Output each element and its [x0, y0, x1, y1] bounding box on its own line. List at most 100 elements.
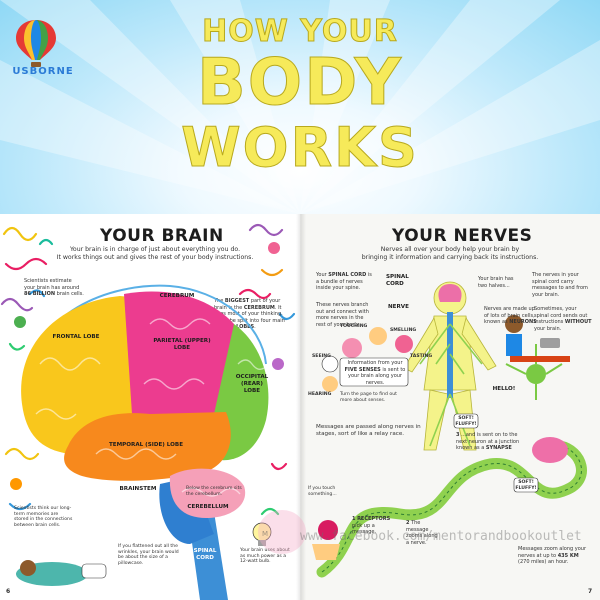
note-without-brain: Sometimes, your spinal cord sends out in… — [534, 306, 592, 332]
brain-intro: Your brain is in charge of just about ev… — [40, 246, 270, 263]
sense-touching: TOUCHING — [340, 324, 368, 329]
page-your-brain: YOUR BRAIN Your brain is in charge of ju… — [0, 214, 300, 600]
step-number: 2 — [406, 520, 410, 526]
note-memories: Scientists think our long-term memories … — [14, 506, 73, 528]
nerves-heading: YOUR NERVES — [392, 226, 533, 246]
sense-seeing: SEEING — [312, 354, 331, 359]
note-relay: Messages are passed along nerves in stag… — [316, 424, 421, 437]
note-cerebellum: Below the cerebrum sits the cerebellum. — [186, 486, 242, 497]
nervous-system-illustration — [312, 281, 587, 578]
lightbulb-icon — [252, 522, 272, 546]
note-text: part of your brain is the — [214, 298, 281, 311]
note-text: Sometimes, your spinal cord sends out in… — [534, 306, 588, 326]
label-temporal-lobe: TEMPORAL (SIDE) LOBE — [108, 442, 184, 448]
note-five-senses: Information from your FIVE SENSES is sen… — [344, 360, 406, 386]
balloon-logo-icon — [16, 20, 56, 67]
note-text: Messages zoom along your nerves at up to — [518, 546, 586, 559]
note-text: (270 miles) an hour. — [518, 559, 569, 566]
note-text: is sent to your brain along your nerves. — [348, 366, 406, 386]
brain-heading: YOUR BRAIN — [100, 226, 224, 246]
book-title-line2: BODY — [197, 46, 403, 121]
nerves-intro-line1: Nerves all over your body help your brai… — [380, 246, 520, 253]
note-text: ...and is sent on to the next neuron at … — [456, 432, 520, 452]
note-turn-page: Turn the page to find out more about sen… — [340, 392, 397, 403]
book-gutter — [296, 214, 306, 600]
label-cerebrum: CEREBRUM — [159, 293, 195, 299]
note-neurons: Nerves are made up of lots of brain cell… — [484, 306, 540, 326]
brain-intro-line2: It works things out and gives the rest o… — [56, 254, 254, 262]
note-text: . — [254, 324, 256, 331]
label-parietal-lobe: PARIETAL (UPPER) LOBE — [153, 338, 211, 351]
note-bold: 435 KM — [557, 552, 579, 559]
cerebellum-shape — [169, 468, 246, 518]
note-energy: Your brain uses about as much power as a… — [240, 548, 290, 565]
label-occipital-lobe: OCCIPITAL (REAR) LOBE — [235, 374, 269, 394]
watermark-logo-label: M — [262, 530, 269, 538]
banner: USBORNE HOW YOUR BODY WORKS — [0, 0, 600, 214]
sense-smelling: SMELLING — [390, 328, 417, 333]
cooking-child-illustration — [505, 315, 570, 362]
book-title-line1: HOW YOUR — [202, 14, 398, 50]
note-bold: BIGGEST — [224, 298, 250, 304]
neuron-doodles — [0, 223, 296, 516]
publisher-name: USBORNE — [12, 66, 74, 77]
note-text: Scientists estimate your brain has aroun… — [24, 278, 80, 291]
step-number: 1 — [352, 516, 356, 522]
note-bold: SYNAPSE — [485, 445, 512, 452]
note-bold: RECEPTORS — [357, 516, 391, 522]
temporal-lobe-shape — [64, 412, 231, 481]
nerves-intro: Nerves all over your body help your brai… — [330, 246, 570, 263]
note-brain-halves: Your brain has two halves... — [478, 276, 514, 289]
senses-icons — [321, 327, 413, 392]
note-text: Your — [316, 272, 327, 278]
note-bold: 86 BILLION — [24, 291, 56, 298]
nerve-pathway-inner — [321, 445, 582, 573]
note-text: Information from your — [347, 360, 403, 366]
label-spinal-cord-right: SPINAL CORD — [386, 274, 409, 287]
label-spinal-cord: SPINAL CORD — [193, 548, 217, 561]
nerves-intro-line2: bringing it information and carrying bac… — [361, 254, 539, 262]
page-number-right: 7 — [588, 588, 593, 595]
note-text: pick up a message. — [352, 522, 377, 536]
label-hello: HELLO! — [492, 386, 516, 392]
note-flattened: If you flattened out all the wrinkles, y… — [118, 544, 179, 566]
sense-hearing: HEARING — [308, 392, 332, 397]
sleeping-child-illustration — [16, 560, 107, 586]
note-brain-cells: Scientists estimate your brain has aroun… — [24, 278, 84, 298]
watermark-logo-icon — [258, 510, 306, 554]
note-bold: NEURONS — [509, 319, 537, 326]
note-bold: FIVE SENSES — [344, 366, 381, 373]
note-text: Nerves are made up of lots of brain cell… — [484, 306, 535, 326]
sense-tasting: TASTING — [410, 354, 433, 359]
neuron-icon — [505, 344, 563, 400]
page-number-left: 6 — [6, 588, 11, 595]
note-text: brain cells. — [56, 291, 84, 298]
note-touch: If you touch something... — [308, 486, 337, 497]
note-text: The message zooms along a nerve. — [406, 520, 438, 546]
sunburst-background — [0, 0, 600, 214]
note-bold: LOBES — [236, 324, 255, 331]
note-branch: These nerves branch out and connect with… — [316, 302, 369, 328]
step-number: 3 — [456, 432, 460, 438]
note-bold: WITHOUT — [564, 319, 592, 326]
label-frontal-lobe: FRONTAL LOBE — [52, 334, 100, 340]
parietal-lobe-shape — [124, 291, 234, 424]
five-senses-box — [339, 357, 409, 387]
note-instructions: The nerves in your spinal cord carry mes… — [532, 272, 588, 298]
frontal-lobe-shape — [21, 296, 140, 454]
hand-illustration — [312, 520, 340, 560]
page-your-nerves: YOUR NERVES Nerves all over your body he… — [300, 214, 600, 600]
label-nerve: NERVE — [388, 304, 409, 310]
step-message: 2 The message zooms along a nerve. — [406, 520, 442, 546]
pink-brain-icon — [532, 437, 568, 463]
brain-illustration — [16, 284, 272, 600]
bubble-soft-fluffy-1: SOFT! FLUFFY! — [455, 416, 477, 427]
note-text: your brain. — [534, 325, 562, 332]
brain-intro-line1: Your brain is in charge of just about ev… — [69, 246, 241, 253]
watermark-url[interactable]: www.facebook.com/mentorandbookoutlet — [300, 529, 582, 544]
note-bold: CEREBRUM — [243, 304, 275, 311]
speech-bubbles — [453, 413, 539, 493]
label-cerebellum: CEREBELLUM — [187, 504, 229, 510]
note-speed: Messages zoom along your nerves at up to… — [518, 546, 588, 566]
note-text: is a bundle of nerves inside your spine. — [316, 272, 372, 292]
